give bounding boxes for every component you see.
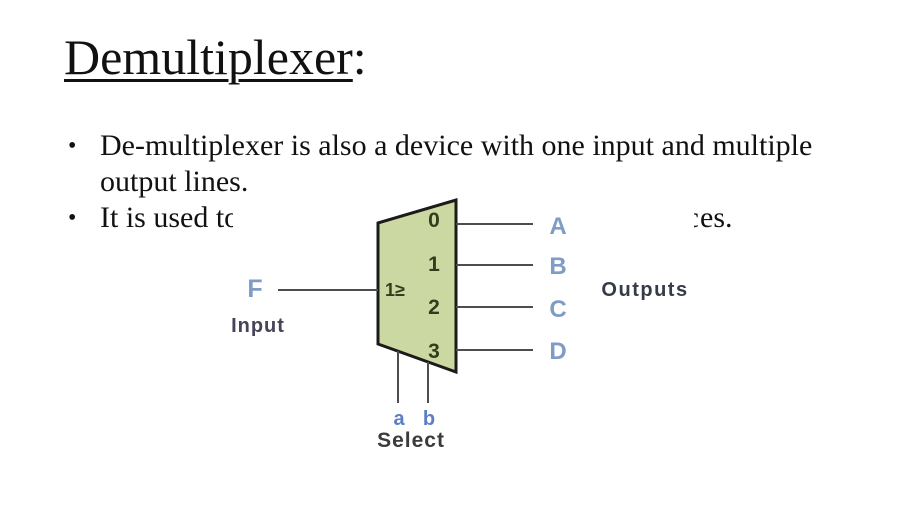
input-caption: Input — [231, 315, 285, 337]
outputs-caption: Outputs — [601, 279, 688, 301]
bullet1-line2: output lines. — [100, 165, 249, 198]
select-line-b-label: b — [423, 408, 435, 430]
bullet2-end-text: es. — [700, 201, 733, 234]
output-signal-b: B — [549, 253, 566, 280]
output-signal-a: A — [549, 213, 566, 240]
pin-label-1: 1 — [428, 253, 440, 276]
bullet2-line: It is used to ces. — [100, 200, 856, 236]
bullet1-line1: De-multiplexer is also a device with one… — [100, 129, 813, 162]
bullet-item-1: • De-multiplexer is also a device with o… — [66, 128, 856, 200]
select-caption: Select — [377, 429, 445, 452]
output-signal-d: D — [549, 338, 566, 365]
bullet-marker: • — [68, 205, 77, 231]
demultiplexer-diagram: 1≥ 0 1 2 3 F Input A B C D Outputs a b S… — [231, 197, 688, 452]
slide-title-colon: : — [352, 29, 367, 85]
pin-label-2: 2 — [428, 296, 440, 319]
slide-title: Demultiplexer: — [64, 32, 367, 82]
input-signal-label: F — [247, 275, 262, 303]
bullet-item-2: • It is used to ces. — [66, 200, 856, 236]
gate-label: 1≥ — [385, 280, 405, 300]
bullet2-end-fragment: ces. — [694, 200, 733, 236]
demux-body — [376, 197, 458, 375]
bullet2-partial-glyph: c — [694, 200, 699, 236]
slide-title-text: Demultiplexer — [64, 29, 353, 85]
pin-label-3: 3 — [428, 340, 440, 363]
bullet-list: • De-multiplexer is also a device with o… — [66, 128, 856, 236]
bullet2-start-fragment: It is used to — [100, 201, 233, 234]
select-line-a-label: a — [393, 408, 405, 430]
pin-label-0: 0 — [428, 209, 440, 232]
output-signal-c: C — [549, 296, 566, 323]
bullet-marker: • — [68, 133, 77, 159]
